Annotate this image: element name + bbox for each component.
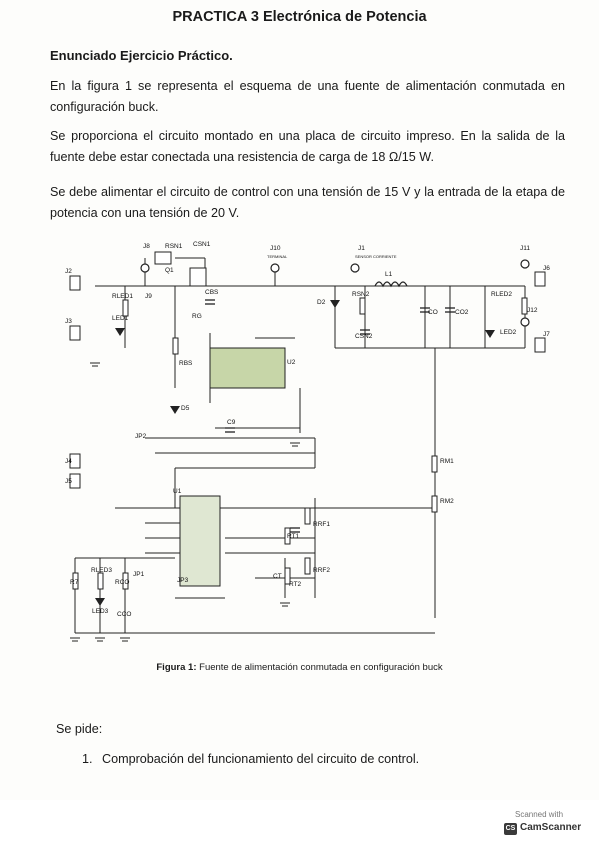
label-co: CO xyxy=(428,309,438,316)
camscanner-logo-icon: CS xyxy=(504,823,517,835)
caption-text: Fuente de alimentación conmutada en conf… xyxy=(199,662,443,673)
label-r7: R7 xyxy=(70,579,79,586)
label-co2: CO2 xyxy=(455,309,469,316)
label-rm1: RM1 xyxy=(440,458,454,465)
label-jp2: JP2 xyxy=(135,433,147,440)
label-j6: J6 xyxy=(543,265,550,272)
label-rg: RG xyxy=(192,313,202,320)
label-csn2: CSN2 xyxy=(355,333,373,340)
label-jp3: JP3 xyxy=(177,577,189,584)
figure-caption: Figura 1: Fuente de alimentación conmuta… xyxy=(0,662,599,673)
label-ct: CT xyxy=(273,573,282,580)
label-rrf1: RRF1 xyxy=(313,521,330,528)
label-j11: J11 xyxy=(520,245,530,252)
label-rsn1: RSN1 xyxy=(165,243,183,250)
label-j8: J8 xyxy=(143,243,150,250)
camscanner-name: CamScanner xyxy=(520,822,582,833)
list-item-text: Comprobación del funcionamiento del circ… xyxy=(102,752,420,766)
label-l1: L1 xyxy=(385,271,393,278)
label-c9: C9 xyxy=(227,419,236,426)
caption-label: Figura 1: xyxy=(156,662,197,673)
label-rco: RCO xyxy=(115,579,129,586)
label-d5: D5 xyxy=(181,405,190,412)
label-rled2: RLED2 xyxy=(491,291,512,298)
label-rbs: RBS xyxy=(179,360,193,367)
label-j9: J9 xyxy=(145,293,152,300)
label-rsn2: RSN2 xyxy=(352,291,370,298)
label-u2: U2 xyxy=(287,359,296,366)
label-j10: J10 xyxy=(270,245,281,252)
label-csn1: CSN1 xyxy=(193,241,211,248)
scanned-with-text: Scanned with xyxy=(515,810,564,819)
camscanner-watermark: Scanned with CS CamScanner xyxy=(503,810,589,840)
label-j5: J5 xyxy=(65,478,72,485)
label-rled1: RLED1 xyxy=(112,293,133,300)
se-pide-heading: Se pide: xyxy=(56,722,103,736)
label-rt2: RT2 xyxy=(289,581,302,588)
label-rrf2: RRF2 xyxy=(313,567,330,574)
label-led1: LED1 xyxy=(112,315,129,322)
label-j3: J3 xyxy=(65,318,72,325)
paragraph-1: En la figura 1 se representa el esquema … xyxy=(50,79,565,114)
buck-converter-schematic: J8 RSN1 CSN1 J10 TERMINAL J1 SENSOR CORR… xyxy=(65,241,550,642)
paragraph-2: Se proporciona el circuito montado en un… xyxy=(50,129,565,164)
label-rm2: RM2 xyxy=(440,498,454,505)
label-sensor: SENSOR CORRIENTE xyxy=(355,254,397,259)
label-terminal-j10: TERMINAL xyxy=(267,254,288,259)
document-title: PRACTICA 3 Electrónica de Potencia xyxy=(172,9,427,25)
label-j2: J2 xyxy=(65,268,72,275)
label-j12: J12 xyxy=(527,307,538,314)
label-q1: Q1 xyxy=(165,267,174,274)
label-rled3: RLED3 xyxy=(91,567,112,574)
label-u1: U1 xyxy=(173,488,182,495)
label-j1: J1 xyxy=(358,245,365,252)
list-item: 1. Comprobación del funcionamiento del ci… xyxy=(82,752,419,766)
label-cbs: CBS xyxy=(205,289,219,296)
label-led2: LED2 xyxy=(500,329,517,336)
section-heading: Enunciado Ejercicio Práctico. xyxy=(50,48,233,63)
label-jp1: JP1 xyxy=(133,571,145,578)
label-j4: J4 xyxy=(65,458,72,465)
label-cco: CCO xyxy=(117,611,131,618)
paragraph-3: Se debe alimentar el circuito de control… xyxy=(50,185,565,220)
label-j7: J7 xyxy=(543,331,550,338)
label-led3: LED3 xyxy=(92,608,109,615)
list-item-number: 1. xyxy=(82,752,93,766)
label-d2: D2 xyxy=(317,299,326,306)
label-rt1: RT1 xyxy=(287,533,300,540)
